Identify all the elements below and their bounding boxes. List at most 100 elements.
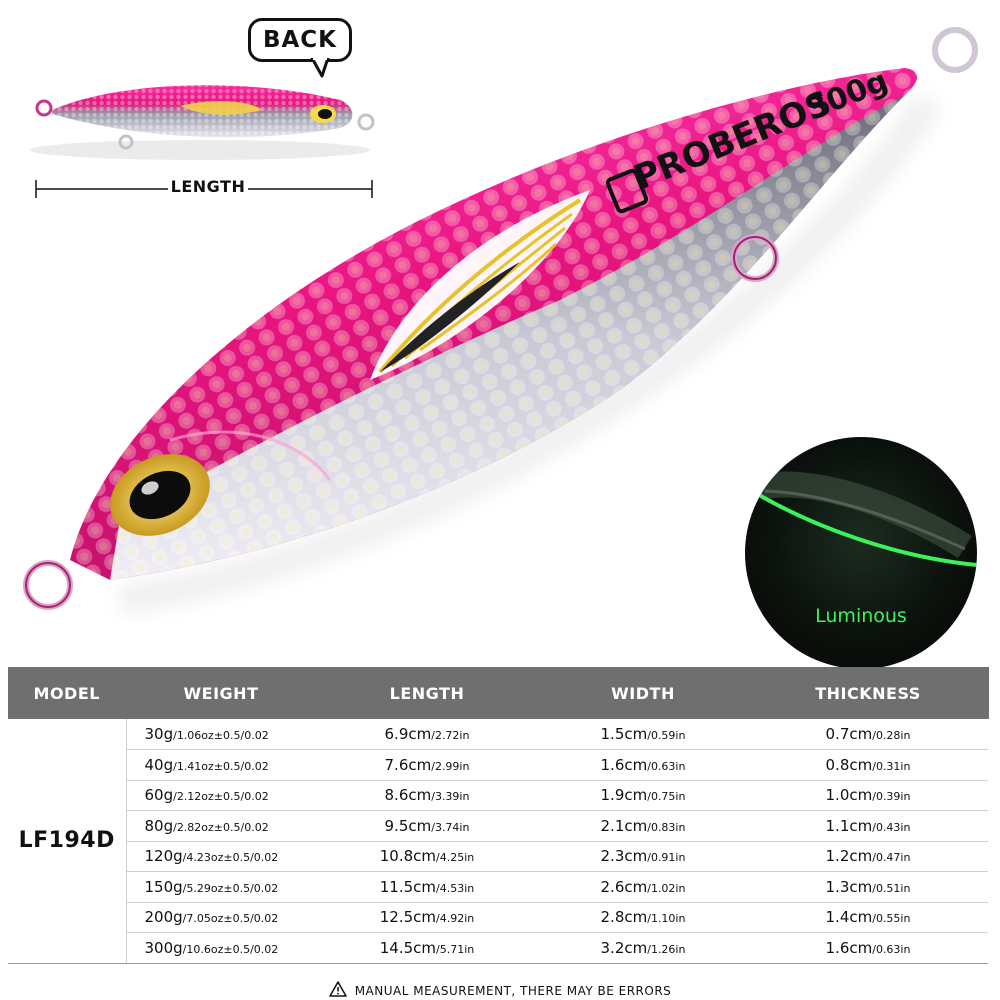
width-cell: 1.6cm/0.63in (538, 749, 748, 781)
length-label: LENGTH (168, 177, 248, 196)
width-cell: 1.9cm/0.75in (538, 780, 748, 811)
length-unit-value: /3.74in (431, 820, 470, 834)
weight-cell: 30g/1.06oz±0.5/0.02 (126, 719, 316, 750)
length-value: 11.5cm (379, 877, 437, 896)
width-cell: 2.6cm/1.02in (538, 871, 748, 903)
weight-unit-value: /4.23oz±0.5/0.02 (182, 851, 279, 865)
weight-value: 120g (144, 847, 183, 866)
thickness-unit-value: /0.51in (872, 881, 911, 895)
width-unit-value: /0.83in (647, 820, 686, 834)
width-cell: 2.8cm/1.10in (538, 902, 748, 933)
weight-unit-value: /1.41oz±0.5/0.02 (173, 759, 269, 773)
weight-value: 200g (144, 908, 183, 927)
warning-triangle-icon (328, 981, 347, 997)
length-cell: 8.6cm/3.39in (316, 780, 538, 811)
weight-cell: 120g/4.23oz±0.5/0.02 (126, 841, 316, 872)
bubble-tail (310, 58, 330, 78)
glowing-lure (756, 471, 977, 567)
length-unit-value: /4.53in (436, 881, 475, 895)
thickness-cell: 1.0cm/0.39in (748, 780, 988, 811)
length-value: 8.6cm (384, 786, 432, 805)
length-unit-value: /5.71in (436, 942, 475, 956)
weight-value: 60g (144, 786, 174, 805)
header-length: LENGTH (316, 667, 539, 719)
length-value: 9.5cm (384, 816, 432, 835)
weight-unit-value: /7.05oz±0.5/0.02 (182, 912, 279, 926)
length-unit-value: /2.99in (431, 759, 470, 773)
weight-cell: 80g/2.82oz±0.5/0.02 (126, 810, 316, 842)
weight-value: 30g (144, 725, 174, 743)
thickness-unit-value: /0.31in (872, 759, 911, 773)
thickness-unit-value: /0.39in (872, 790, 911, 804)
header-weight: WEIGHT (126, 667, 317, 719)
length-cell: 14.5cm/5.71in (316, 932, 538, 964)
length-unit-value: /2.72in (431, 729, 470, 742)
thickness-value: 1.3cm (825, 877, 873, 896)
length-unit-value: /3.39in (431, 790, 470, 804)
header-width: WIDTH (538, 667, 749, 719)
spec-table: MODEL WEIGHT LENGTH WIDTH THICKNESS LF19… (8, 667, 989, 964)
width-value: 3.2cm (600, 938, 648, 957)
thickness-value: 1.6cm (825, 938, 873, 957)
thickness-cell: 1.2cm/0.47in (748, 841, 988, 872)
width-cell: 1.5cm/0.59in (538, 719, 748, 750)
measurement-note-text: MANUAL MEASUREMENT, THERE MAY BE ERRORS (354, 984, 672, 998)
width-unit-value: /0.59in (647, 729, 686, 742)
thickness-value: 0.8cm (825, 755, 873, 774)
lure-main-view: PROBEROS 300g (23, 27, 978, 615)
thickness-unit-value: /0.63in (872, 942, 911, 956)
back-label-bubble: BACK (248, 18, 352, 62)
lure-back-view (30, 85, 375, 160)
weight-cell: 300g/10.6oz±0.5/0.02 (126, 932, 316, 964)
thickness-value: 1.1cm (825, 816, 873, 835)
back-label: BACK (262, 27, 338, 53)
width-value: 2.3cm (600, 847, 648, 866)
weight-value: 40g (144, 755, 174, 774)
width-unit-value: /0.63in (647, 759, 686, 773)
length-value: 14.5cm (379, 938, 437, 957)
weight-unit-value: /2.82oz±0.5/0.02 (173, 820, 269, 834)
length-cell: 6.9cm/2.72in (316, 719, 538, 750)
thickness-value: 1.4cm (825, 908, 873, 927)
length-cell: 12.5cm/4.92in (316, 902, 538, 933)
width-value: 2.6cm (600, 877, 648, 896)
weight-cell: 150g/5.29oz±0.5/0.02 (126, 871, 316, 903)
length-value: 6.9cm (384, 725, 432, 743)
product-artwork: BACK LENGTH (23, 18, 978, 669)
thickness-cell: 0.7cm/0.28in (748, 719, 988, 750)
weight-value: 80g (144, 816, 174, 835)
length-cell: 9.5cm/3.74in (316, 810, 538, 842)
thickness-unit-value: /0.47in (872, 851, 911, 865)
width-unit-value: /1.26in (647, 942, 686, 956)
thickness-cell: 1.4cm/0.55in (748, 902, 988, 933)
weight-unit-value: /5.29oz±0.5/0.02 (182, 881, 279, 895)
thickness-value: 1.2cm (825, 847, 873, 866)
thickness-cell: 1.1cm/0.43in (748, 810, 988, 842)
width-unit-value: /0.91in (647, 851, 686, 865)
length-value: 10.8cm (379, 847, 437, 866)
length-value: 7.6cm (384, 755, 432, 774)
model-cell: LF194D (8, 719, 127, 964)
weight-cell: 60g/2.12oz±0.5/0.02 (126, 780, 316, 811)
thickness-unit-value: /0.28in (872, 729, 911, 742)
width-value: 1.9cm (600, 786, 648, 805)
width-unit-value: /1.10in (647, 912, 686, 926)
length-value: 12.5cm (379, 908, 437, 927)
thickness-unit-value: /0.55in (872, 912, 911, 926)
length-cell: 10.8cm/4.25in (316, 841, 538, 872)
weight-value: 300g (144, 938, 183, 957)
width-value: 2.8cm (600, 908, 648, 927)
thickness-value: 0.7cm (825, 725, 873, 743)
table-row: 150g/5.29oz±0.5/0.02 11.5cm/4.53in 2.6cm/1… (8, 871, 988, 903)
header-model: MODEL (8, 667, 127, 719)
width-cell: 3.2cm/1.26in (538, 932, 748, 964)
width-value: 1.5cm (600, 725, 648, 743)
length-unit-value: /4.25in (436, 851, 475, 865)
weight-unit-value: /1.06oz±0.5/0.02 (173, 729, 269, 742)
brand-logo-icon (605, 168, 649, 214)
width-cell: 2.1cm/0.83in (538, 810, 748, 842)
